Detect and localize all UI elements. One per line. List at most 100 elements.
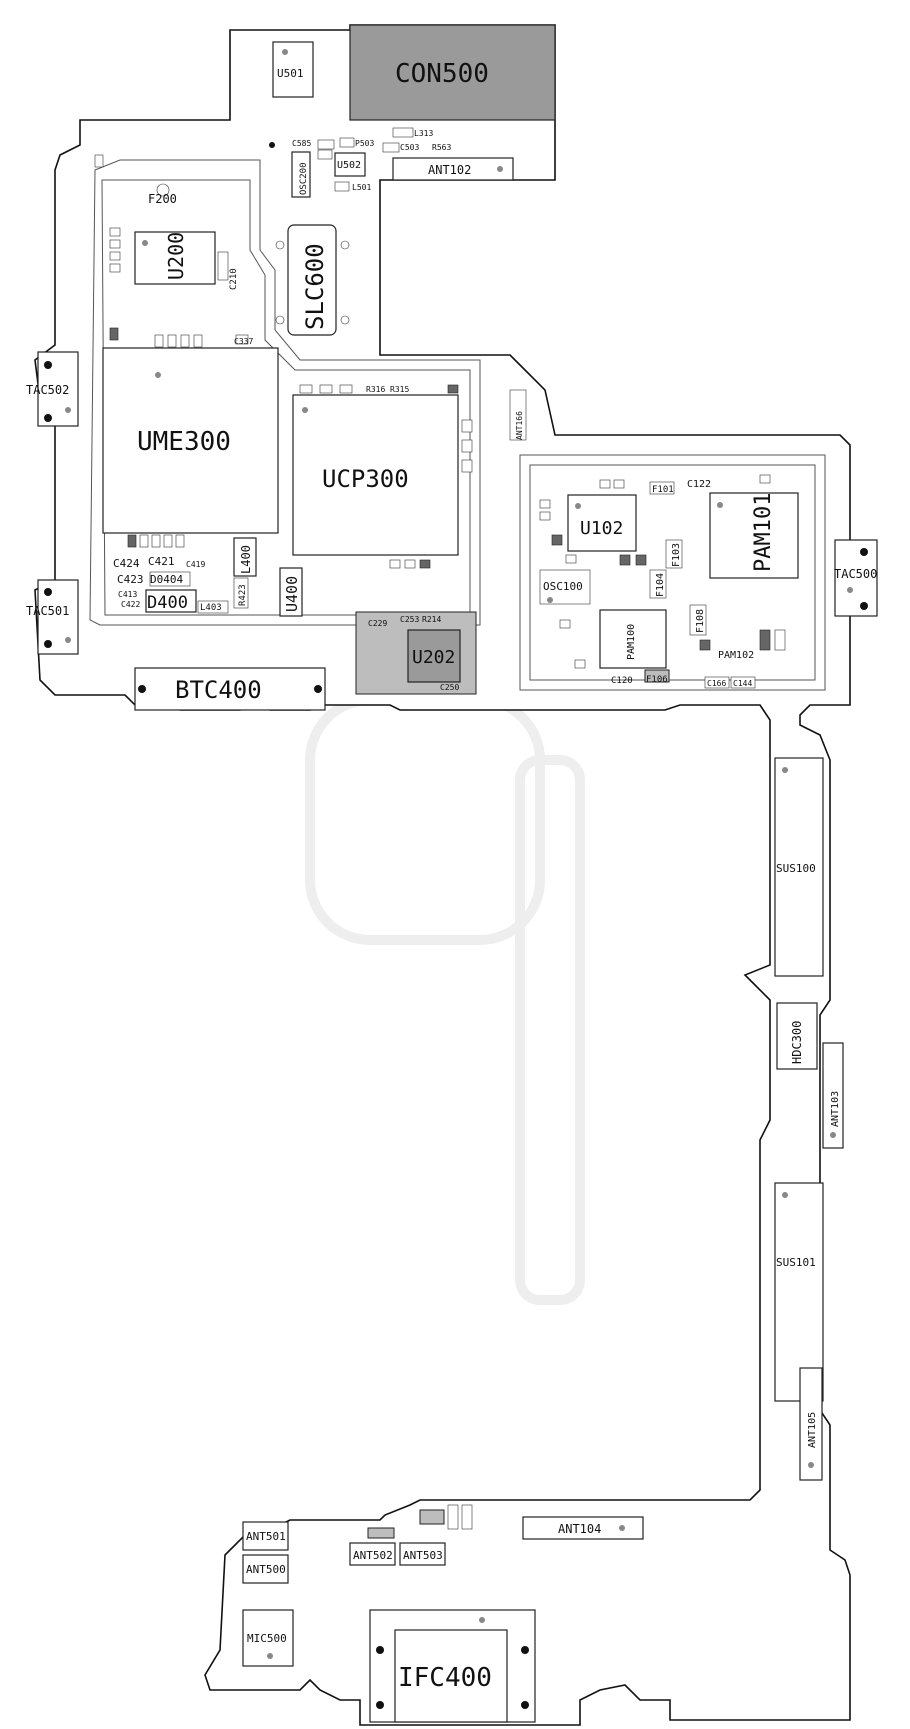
svg-text:C419: C419 (186, 560, 205, 569)
ant103: ANT103 (822, 1042, 844, 1149)
pam100: PAM100 C120 F106 (599, 609, 670, 686)
svg-text:C424: C424 (113, 557, 140, 570)
svg-text:UME300: UME300 (137, 427, 231, 457)
ant104: ANT104 (522, 1516, 644, 1540)
svg-text:C585: C585 (292, 139, 311, 148)
svg-text:SLC600: SLC600 (301, 243, 329, 330)
svg-text:R316: R316 (366, 385, 385, 394)
svg-text:HDC300: HDC300 (790, 1021, 804, 1064)
filters-rf: F101 F103 F104 (649, 481, 683, 599)
ant501: ANT501 (242, 1521, 289, 1551)
svg-text:C423: C423 (117, 573, 144, 586)
label-con500: CON500 (395, 59, 489, 89)
svg-text:TAC501: TAC501 (26, 604, 69, 618)
ant500: ANT500 (242, 1554, 289, 1584)
svg-text:SUS101: SUS101 (776, 1256, 816, 1269)
svg-text:UCP300: UCP300 (322, 465, 409, 493)
ant502: ANT502 (349, 1527, 396, 1566)
svg-text:F200: F200 (148, 192, 177, 206)
tac500: TAC500 (834, 539, 878, 617)
svg-text:ANT501: ANT501 (246, 1530, 286, 1543)
svg-text:OSC100: OSC100 (543, 580, 583, 593)
svg-text:C229: C229 (368, 619, 387, 628)
svg-text:L501: L501 (352, 183, 371, 192)
svg-text:PAM102: PAM102 (718, 650, 754, 661)
svg-text:ANT105: ANT105 (807, 1412, 818, 1448)
svg-text:U202: U202 (412, 647, 455, 668)
svg-text:C413: C413 (118, 590, 137, 599)
svg-text:U200: U200 (164, 232, 188, 280)
ant503: ANT503 (399, 1504, 473, 1566)
sus100: SUS100 (774, 757, 824, 977)
con500: CON500 (349, 24, 556, 121)
svg-text:U102: U102 (580, 518, 623, 539)
svg-text:F101: F101 (652, 485, 674, 495)
svg-text:OSC200: OSC200 (299, 162, 309, 195)
u102: U102 (567, 494, 637, 552)
pam102-group: F108 PAM102 C166 C144 (689, 604, 756, 689)
svg-text:TAC500: TAC500 (834, 567, 877, 581)
shield-outlines (89, 159, 826, 691)
svg-text:L400: L400 (239, 545, 253, 574)
osc100: OSC100 (539, 569, 591, 605)
svg-text:U502: U502 (337, 160, 361, 171)
ant166: ANT166 (509, 389, 527, 441)
u501: U501 (272, 41, 314, 98)
btc400: BTC400 (134, 667, 326, 711)
osc200: OSC200 (291, 151, 311, 198)
svg-text:P503: P503 (355, 139, 374, 148)
svg-text:ANT503: ANT503 (403, 1549, 443, 1562)
slc600: SLC600 (275, 224, 350, 336)
svg-text:L403: L403 (200, 603, 222, 613)
svg-text:R214: R214 (422, 615, 441, 624)
top-small-parts: L313 R563 C503 C585 P503 U502 L501 (269, 127, 451, 192)
svg-text:IFC400: IFC400 (398, 1663, 492, 1693)
ant102: ANT102 (392, 157, 514, 181)
mic500: MIC500 (242, 1609, 294, 1667)
svg-text:C422: C422 (121, 600, 140, 609)
svg-text:TAC502: TAC502 (26, 383, 69, 397)
svg-text:F104: F104 (655, 573, 666, 597)
svg-text:SUS100: SUS100 (776, 862, 816, 875)
sus101: SUS101 (774, 1182, 824, 1402)
svg-text:ANT500: ANT500 (246, 1563, 286, 1576)
ant105: ANT105 (799, 1367, 823, 1481)
svg-text:U501: U501 (277, 67, 304, 80)
svg-text:ANT102: ANT102 (428, 163, 471, 177)
svg-text:C210: C210 (229, 268, 239, 290)
ucp300: UCP300 R316 R315 (292, 385, 459, 556)
svg-text:PAM101: PAM101 (751, 493, 776, 572)
svg-text:C253: C253 (400, 615, 419, 624)
svg-text:BTC400: BTC400 (175, 676, 262, 704)
svg-text:ANT166: ANT166 (515, 411, 524, 440)
svg-text:F106: F106 (646, 675, 668, 685)
svg-text:C337: C337 (234, 337, 253, 346)
svg-text:C122: C122 (687, 479, 711, 490)
d400-group: C424 C421 C419 C423 D0404 C413 C422 D400… (113, 537, 303, 617)
svg-text:ANT104: ANT104 (558, 1522, 601, 1536)
watermark (305, 695, 585, 1305)
svg-text:F108: F108 (695, 609, 706, 633)
svg-text:C166: C166 (707, 679, 726, 688)
passive-parts (94, 154, 786, 669)
svg-text:C503: C503 (400, 143, 419, 152)
svg-text:ANT502: ANT502 (353, 1549, 393, 1562)
svg-text:U400: U400 (283, 576, 301, 612)
pam101: PAM101 C122 (687, 479, 799, 579)
svg-text:C120: C120 (611, 676, 633, 686)
svg-text:D0404: D0404 (150, 573, 183, 586)
svg-text:L313: L313 (414, 129, 433, 138)
tac501: TAC501 (26, 579, 79, 655)
svg-text:ANT103: ANT103 (830, 1091, 841, 1127)
svg-text:R563: R563 (432, 143, 451, 152)
hdc300: HDC300 (776, 1002, 818, 1070)
svg-text:C144: C144 (733, 679, 752, 688)
svg-text:MIC500: MIC500 (247, 1632, 287, 1645)
svg-text:C421: C421 (148, 555, 175, 568)
ume300: UME300 (102, 347, 279, 534)
svg-text:R315: R315 (390, 385, 409, 394)
svg-text:PAM100: PAM100 (626, 624, 637, 660)
tac502: TAC502 (26, 351, 79, 427)
u202: U202 C229 C253 R214 C250 (355, 611, 477, 695)
